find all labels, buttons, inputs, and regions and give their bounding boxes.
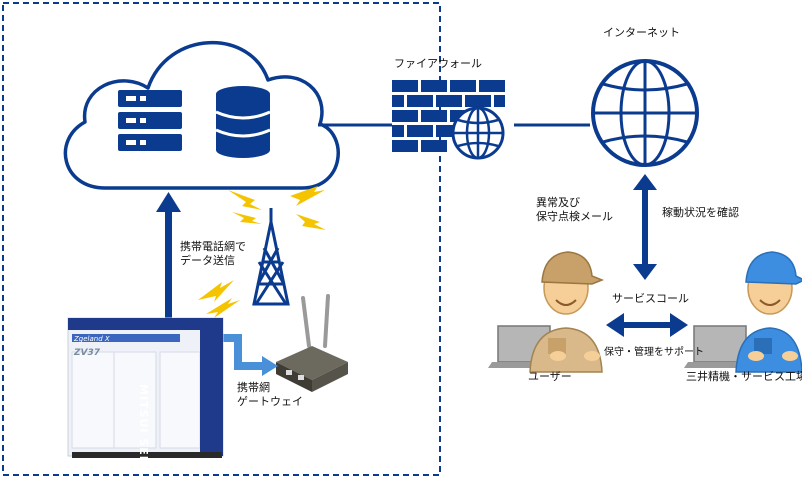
gateway-label: 携帯網 ゲートウェイ — [237, 381, 303, 408]
mobile-network-label: 携帯電話網で データ送信 — [180, 240, 246, 267]
mitsui-service-label: 三井精機・サービス工場 — [686, 370, 802, 383]
lightning-icon — [198, 186, 326, 318]
web-server-label: web サーバー — [113, 162, 187, 176]
compressor-brand: Zgeland X — [74, 335, 110, 343]
cloud-icon — [63, 40, 340, 190]
laptop-icon — [488, 325, 756, 368]
brick-wall-icon — [392, 80, 505, 152]
database-label: データベース — [205, 162, 274, 176]
compressor-model: ZV37 — [74, 348, 101, 358]
alert-mail-label: 異常及び 保守点検メール — [536, 196, 613, 223]
operation-check-label: 稼動状況を確認 — [662, 206, 739, 219]
radio-tower-icon — [252, 208, 290, 306]
support-label: 保守・管理をサポート — [604, 347, 704, 358]
worker-blue-cap-icon — [735, 251, 802, 373]
globe-icon — [591, 59, 699, 167]
internet-user-arrow — [633, 174, 657, 280]
service-call-label: サービスコール — [612, 292, 689, 305]
internet-label: インターネット — [603, 26, 680, 39]
database-icon — [215, 86, 271, 158]
site-boundary — [2, 2, 441, 476]
service-call-arrow — [606, 313, 688, 337]
user-label: ユーザー — [528, 370, 572, 383]
firewall-globe-icon — [451, 106, 505, 160]
upload-arrow — [156, 192, 181, 320]
air-compressor-icon — [67, 317, 224, 458]
worker-tan-cap-icon — [529, 251, 605, 373]
router-gateway-icon — [276, 294, 348, 392]
compressor-maker: MITSUI SEIKI — [137, 384, 150, 476]
server-rack-icon — [118, 90, 182, 151]
firewall-label: ファイアウォール — [394, 57, 482, 70]
